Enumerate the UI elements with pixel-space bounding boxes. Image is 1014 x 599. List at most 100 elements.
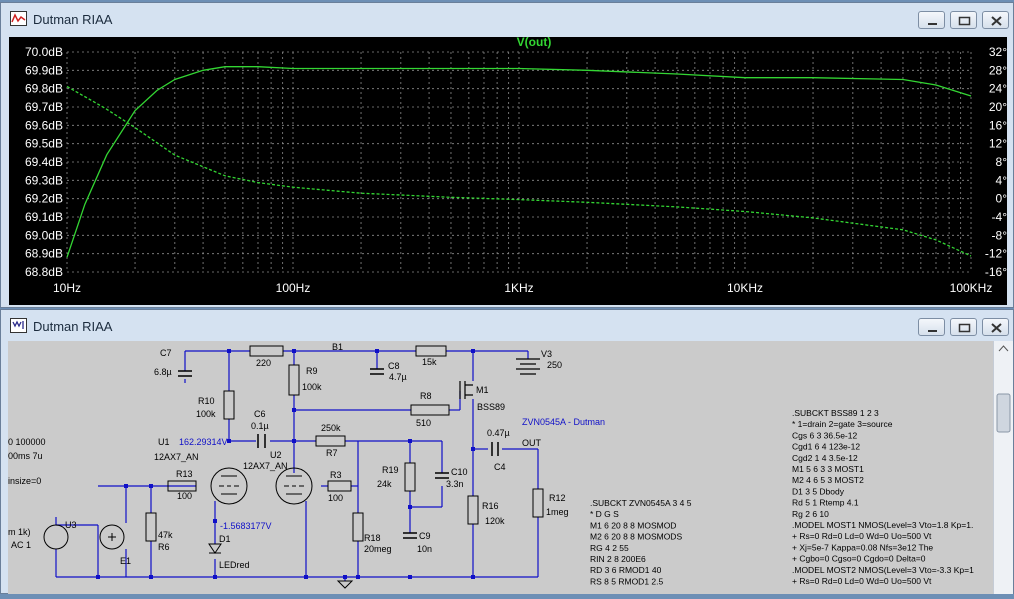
component-labels: C7 6.8µ 220 B1 15k V3 250 R9 100k C8 4.7… bbox=[8, 342, 605, 570]
resistor-r10[interactable] bbox=[223, 390, 235, 420]
vertical-scrollbar[interactable] bbox=[993, 341, 1013, 594]
label-r3: R3 bbox=[330, 470, 342, 480]
resistor-r6[interactable] bbox=[145, 512, 157, 542]
diode-d1[interactable] bbox=[208, 543, 222, 554]
netlist-line: + Cgbo=0 Cgso=0 Cgdo=0 Delta=0 bbox=[792, 554, 926, 564]
label-cut4: m 1k) bbox=[8, 527, 31, 537]
x-axis-tick-label: 10KHz bbox=[727, 281, 763, 295]
left-axis-tick-label: 69.5dB bbox=[25, 137, 63, 151]
label-r6: R6 bbox=[158, 542, 170, 552]
netlist-line: RG 4 2 55 bbox=[590, 543, 629, 553]
capacitor-c7[interactable] bbox=[178, 370, 192, 377]
netlist-line: Cgd2 1 4 3.5e-12 bbox=[792, 453, 858, 463]
netlist-bss89[interactable]: .SUBCKT BSS89 1 2 3* 1=drain 2=gate 3=so… bbox=[792, 408, 974, 586]
tube-u2[interactable] bbox=[275, 467, 313, 505]
label-d1v: LEDred bbox=[219, 560, 250, 570]
close-button-2[interactable] bbox=[982, 318, 1009, 336]
resistor-r16[interactable] bbox=[467, 495, 479, 525]
scroll-thumb[interactable] bbox=[996, 393, 1011, 433]
capacitor-c6[interactable] bbox=[257, 434, 266, 448]
label-r13: R13 bbox=[176, 469, 193, 479]
right-axis-tick-label: -12° bbox=[985, 247, 1007, 261]
scroll-up-icon[interactable] bbox=[998, 345, 1009, 352]
capacitor-c4[interactable] bbox=[491, 442, 499, 456]
left-axis-tick-label: 69.1dB bbox=[25, 210, 63, 224]
label-c7: C7 bbox=[160, 348, 172, 358]
netlist-line: Rd 5 1 Rtemp 4.1 bbox=[792, 498, 859, 508]
resistor-r7[interactable] bbox=[315, 435, 346, 447]
schematic-window-title: Dutman RIAA bbox=[33, 319, 113, 334]
schematic-svg[interactable]: C7 6.8µ 220 B1 15k V3 250 R9 100k C8 4.7… bbox=[8, 341, 993, 594]
netlist-line: + Xj=5e-7 Kappa=0.08 Nfs=3e12 The bbox=[792, 542, 933, 552]
netlist-line: RIN 2 8 200E6 bbox=[590, 554, 646, 564]
left-axis-tick-label: 69.7dB bbox=[25, 100, 63, 114]
label-c6: C6 bbox=[254, 409, 266, 419]
label-r18: R18 bbox=[364, 533, 381, 543]
netlist-line: .SUBCKT ZVN0545A 3 4 5 bbox=[590, 498, 692, 508]
plot-window-titlebar[interactable]: Dutman RIAA bbox=[1, 3, 1013, 37]
capacitors bbox=[178, 368, 499, 539]
ground-symbol bbox=[336, 580, 354, 589]
resistor-r9[interactable] bbox=[288, 364, 300, 396]
schematic-app-icon bbox=[10, 318, 27, 333]
label-u3: U3 bbox=[65, 520, 77, 530]
resistor-r8[interactable] bbox=[410, 404, 450, 416]
label-e1: E1 bbox=[120, 556, 131, 566]
resistor-r15k[interactable] bbox=[415, 345, 447, 357]
phase-trace bbox=[66, 85, 972, 257]
right-axis-tick-label: 28° bbox=[989, 63, 1007, 77]
label-c047: 0.47µ bbox=[487, 428, 510, 438]
resistors bbox=[145, 345, 544, 542]
minimize-button-2[interactable] bbox=[918, 318, 945, 336]
resistor-r13[interactable] bbox=[167, 480, 197, 492]
capacitor-c10[interactable] bbox=[435, 472, 449, 479]
netlist-line: Rg 2 6 10 bbox=[792, 509, 829, 519]
tube-u1[interactable] bbox=[210, 467, 248, 505]
netlist-line: M1 5 6 3 3 MOST1 bbox=[792, 464, 864, 474]
label-c7v: 6.8µ bbox=[154, 367, 172, 377]
label-cut3: insize=0 bbox=[8, 476, 41, 486]
label-volt2: -1.5683177V bbox=[220, 521, 272, 531]
label-c9: C9 bbox=[419, 531, 431, 541]
netlist-line: .MODEL MOST2 NMOS(Level=3 Vto=-3.3 Kp=1 bbox=[792, 565, 974, 575]
schematic-canvas[interactable]: C7 6.8µ 220 B1 15k V3 250 R9 100k C8 4.7… bbox=[8, 341, 993, 594]
schematic-window-titlebar[interactable]: Dutman RIAA bbox=[1, 310, 1013, 344]
label-r9: R9 bbox=[306, 366, 318, 376]
label-r16: R16 bbox=[482, 501, 499, 511]
netlist-line: RS 8 5 RMOD1 2.5 bbox=[590, 576, 663, 586]
tubes bbox=[210, 467, 313, 505]
netlist-line: M2 6 20 8 8 MOSMODS bbox=[590, 532, 682, 542]
netlist-zvn0545a[interactable]: .SUBCKT ZVN0545A 3 4 5* D G SM1 6 20 8 8… bbox=[590, 498, 692, 586]
label-r12v: 1meg bbox=[546, 507, 569, 517]
mosfet-m1[interactable] bbox=[459, 381, 473, 399]
restore-button-2[interactable] bbox=[950, 318, 977, 336]
label-c8v: 4.7µ bbox=[389, 372, 407, 382]
battery-v3[interactable] bbox=[516, 358, 540, 375]
source-e1[interactable] bbox=[99, 524, 125, 550]
close-icon bbox=[991, 323, 1002, 333]
right-axis-tick-label: -4° bbox=[992, 210, 1007, 224]
source-u3[interactable] bbox=[43, 524, 69, 550]
label-r19v: 24k bbox=[377, 479, 392, 489]
right-axis-tick-label: 20° bbox=[989, 100, 1007, 114]
netlist-line: Cgs 6 3 36.5e-12 bbox=[792, 430, 857, 440]
close-button[interactable] bbox=[982, 11, 1009, 29]
resistor-r19[interactable] bbox=[404, 462, 416, 492]
restore-button[interactable] bbox=[950, 11, 977, 29]
resistor-r12[interactable] bbox=[532, 488, 544, 518]
capacitor-c8[interactable] bbox=[370, 368, 384, 375]
magnitude-trace bbox=[66, 66, 972, 258]
label-r9v: 100k bbox=[302, 382, 322, 392]
sources bbox=[43, 524, 125, 550]
minimize-button[interactable] bbox=[918, 11, 945, 29]
label-r19: R19 bbox=[382, 465, 399, 475]
label-r13v: 100 bbox=[177, 491, 192, 501]
x-axis-tick-label: 100Hz bbox=[276, 281, 311, 295]
label-cut5: AC 1 bbox=[11, 540, 31, 550]
resistor-r3[interactable] bbox=[327, 480, 352, 492]
resistor-r220[interactable] bbox=[249, 345, 284, 357]
resistor-r18[interactable] bbox=[352, 512, 364, 542]
capacitor-c9[interactable] bbox=[403, 532, 417, 539]
